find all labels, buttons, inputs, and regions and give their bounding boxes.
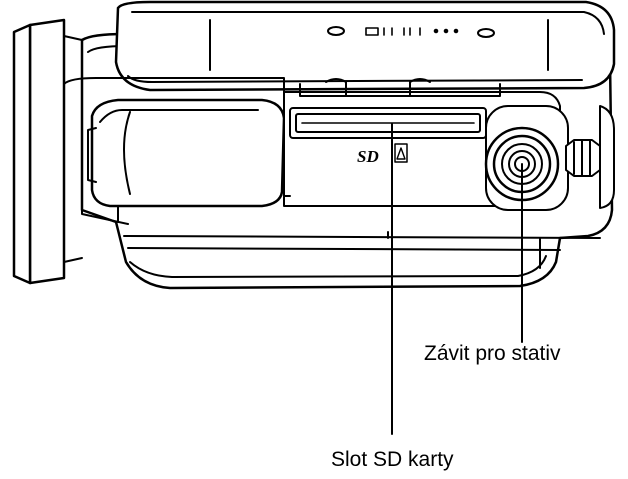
strap-knob bbox=[565, 105, 615, 209]
sd-logo: SD bbox=[357, 147, 379, 166]
tripod-mount bbox=[484, 105, 569, 211]
label-tripod-thread: Závit pro stativ bbox=[424, 342, 561, 365]
top-panel bbox=[114, 0, 616, 92]
lens-ring bbox=[12, 18, 83, 285]
label-sd-slot: Slot SD karty bbox=[331, 448, 454, 471]
top-screw-right bbox=[477, 28, 495, 38]
top-marking-glyphs bbox=[365, 27, 459, 36]
top-screw-left bbox=[327, 26, 345, 36]
battery-cover bbox=[63, 77, 286, 225]
